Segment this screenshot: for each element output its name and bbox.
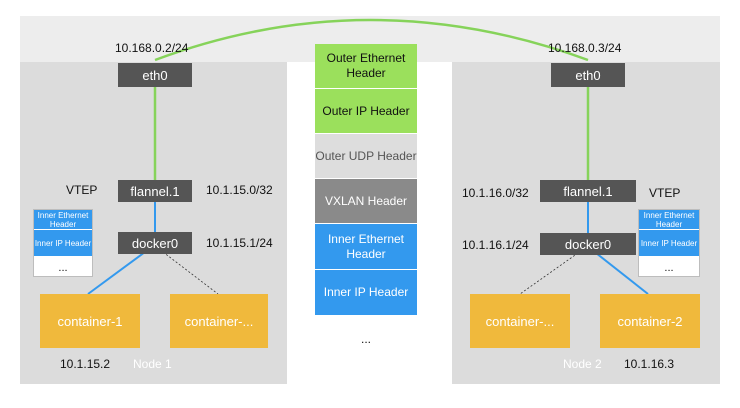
node-2-docker0: docker0 xyxy=(540,233,636,255)
node-1-inner-ip-header: Inner IP Header xyxy=(34,230,92,256)
node-2-container-2: container-2 xyxy=(600,294,700,348)
packet-outer-ethernet-header: Outer Ethernet Header xyxy=(315,44,417,89)
node-1-inner-more: ... xyxy=(58,262,68,274)
node-2-eth0: eth0 xyxy=(551,63,625,87)
node-1-inner-packet: Inner Ethernet Header Inner IP Header ..… xyxy=(33,209,93,277)
node-2-inner-ip-header: Inner IP Header xyxy=(639,230,699,256)
node-2-container-2-ip: 10.1.16.3 xyxy=(624,357,675,371)
node-1-eth0: eth0 xyxy=(118,63,192,87)
packet-vxlan-header: VXLAN Header xyxy=(315,179,417,224)
node-1-vtep-label: VTEP xyxy=(66,183,98,197)
node-2-name: Node 2 xyxy=(563,357,602,371)
node-1-docker-container-other-link xyxy=(162,251,219,295)
node-1-docker-container-1-link xyxy=(87,251,146,295)
node-1-eth0-ip: 10.168.0.2/24 xyxy=(115,41,189,55)
node-2-flannel: flannel.1 xyxy=(540,180,636,202)
node-2-vtep-label: VTEP xyxy=(649,186,681,200)
node-2-docker-container-2-link xyxy=(595,252,649,295)
node-1-docker0-ip: 10.1.15.1/24 xyxy=(206,236,273,250)
packet-outer-udp-header: Outer UDP Header xyxy=(315,134,417,179)
node-1-flannel: flannel.1 xyxy=(118,180,192,202)
node-1-container-1-ip: 10.1.15.2 xyxy=(60,357,111,371)
node-2-inner-packet: Inner Ethernet Header Inner IP Header ..… xyxy=(638,209,700,277)
node-1-inner-ethernet-header: Inner Ethernet Header xyxy=(34,210,92,229)
packet-inner-ethernet-header: Inner Ethernet Header xyxy=(315,224,417,270)
packet-outer-ip-header: Outer IP Header xyxy=(315,89,417,134)
node-1-docker0: docker0 xyxy=(118,232,192,254)
node-2-docker-container-other-link xyxy=(519,252,579,295)
node-2-eth0-ip: 10.168.0.3/24 xyxy=(548,41,622,55)
node-1-container-1: container-1 xyxy=(40,294,140,348)
overlay-link-arc xyxy=(154,18,589,62)
node-2-flannel-subnet: 10.1.16.0/32 xyxy=(462,186,529,200)
node-2-container-other: container-... xyxy=(470,294,570,348)
node-1-container-other: container-... xyxy=(170,294,268,348)
packet-more: ... xyxy=(315,316,417,362)
node-1-name: Node 1 xyxy=(133,357,172,371)
packet-inner-ip-header: Inner IP Header xyxy=(315,270,417,316)
node-2-inner-ethernet-header: Inner Ethernet Header xyxy=(639,210,699,229)
node-2-docker0-ip: 10.1.16.1/24 xyxy=(462,238,529,252)
node-1-flannel-subnet: 10.1.15.0/32 xyxy=(206,183,273,197)
node-2-inner-more: ... xyxy=(664,262,674,274)
